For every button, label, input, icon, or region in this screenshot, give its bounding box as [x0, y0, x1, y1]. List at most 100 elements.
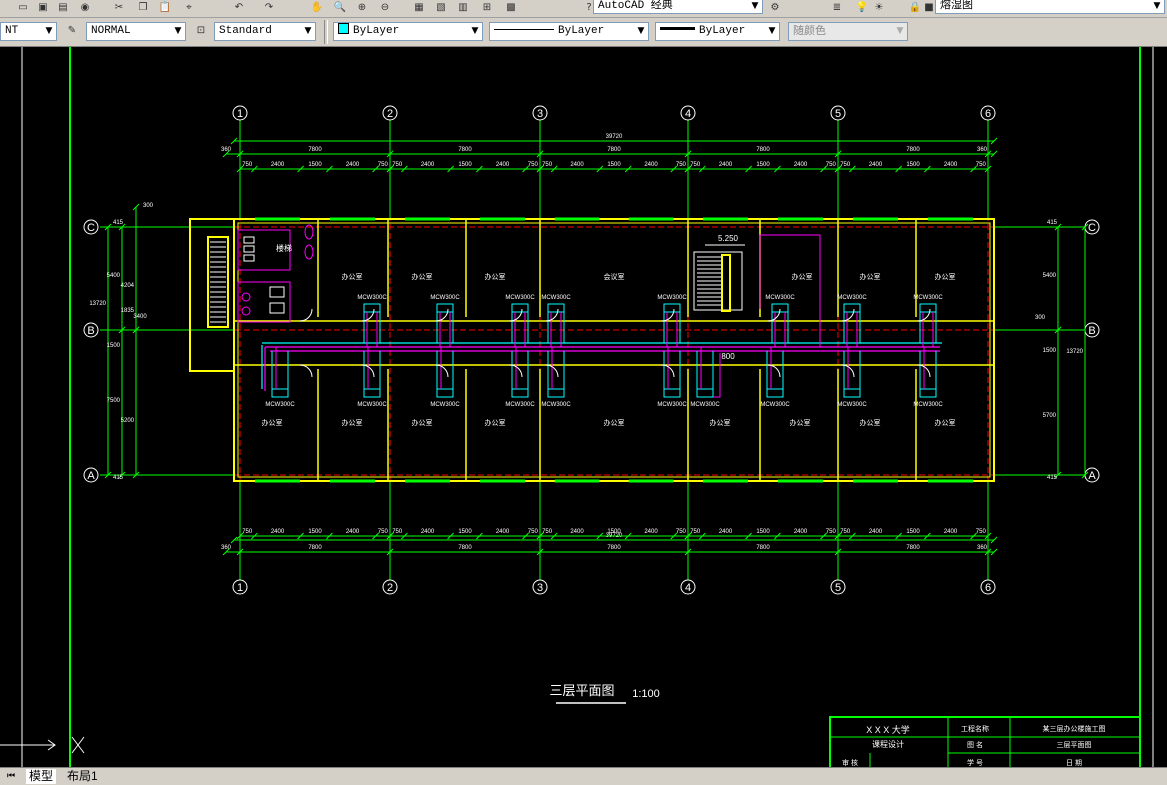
- dim-sub-tick: [670, 532, 678, 540]
- dim-style-combo[interactable]: NORMAL▼: [86, 22, 186, 41]
- dim-style-icon[interactable]: ✎: [67, 25, 77, 36]
- paste-icon[interactable]: 📋: [158, 2, 172, 13]
- dim-sub-tick: [522, 532, 529, 540]
- fcu-unit: [547, 388, 565, 398]
- dim-sub-text: 750: [676, 162, 687, 168]
- axis-bubble: [680, 105, 696, 121]
- dim-left-text: 3400: [133, 314, 147, 320]
- tab-model[interactable]: 模型: [26, 769, 57, 784]
- dim-left-text: 5200: [121, 418, 135, 424]
- help-icon[interactable]: ?: [586, 2, 592, 13]
- dim-sub-tick: [699, 532, 706, 540]
- fcu-unit: [696, 388, 714, 398]
- linetype-scale-combo[interactable]: NT▼: [0, 22, 57, 41]
- axis-bubble: [980, 579, 996, 595]
- preview-icon[interactable]: ◉: [80, 2, 90, 13]
- dim-sub-text: 750: [826, 529, 837, 535]
- axis-bubble: [382, 105, 398, 121]
- pipe-line: [696, 351, 714, 389]
- text-style-combo[interactable]: Standard▼: [214, 22, 316, 41]
- axis-label: A: [1088, 470, 1096, 482]
- text-style-icon[interactable]: ⊡: [196, 25, 206, 36]
- cut-icon[interactable]: ✂: [114, 2, 124, 13]
- pipe-line: [550, 312, 562, 347]
- layer-combo[interactable]: 熔湿图▼: [935, 0, 1165, 14]
- linetype-combo[interactable]: ByLayer▼: [489, 22, 649, 41]
- fcu-unit: [271, 388, 289, 398]
- fcu-unit: [511, 388, 529, 398]
- dim-sub-tick: [476, 532, 483, 540]
- tab-nav-icon[interactable]: ⏮: [7, 771, 16, 781]
- zoom-previous-icon[interactable]: ⊖: [380, 2, 390, 13]
- axis-bubble: [680, 579, 696, 595]
- lineweight-combo[interactable]: ByLayer▼: [655, 22, 780, 41]
- dim-sub-tick: [326, 532, 333, 540]
- axis-label: A: [87, 470, 95, 482]
- dim-bay-text: 7800: [906, 545, 920, 551]
- workspace-combo[interactable]: AutoCAD 经典▼: [593, 0, 763, 14]
- bulb-icon[interactable]: 💡: [855, 2, 869, 13]
- save-icon[interactable]: ▣: [38, 2, 48, 13]
- pan-icon[interactable]: ✋: [310, 2, 324, 13]
- title-block-label: 审 核: [842, 758, 858, 767]
- zoom-realtime-icon[interactable]: 🔍: [333, 2, 347, 13]
- room-label: 办公室: [860, 272, 881, 281]
- dim-sub-tick: [984, 532, 992, 540]
- dim-left-text: 5400: [107, 273, 121, 279]
- open-icon[interactable]: ▭: [18, 2, 28, 13]
- dim-sub-tick: [745, 532, 752, 540]
- pipe-line: [547, 312, 565, 343]
- fcu-label: MCW300C: [760, 402, 790, 408]
- dropdown-arrow-icon[interactable]: ▼: [751, 1, 759, 11]
- markup-icon[interactable]: ⊞: [482, 2, 492, 13]
- color-icon[interactable]: ■: [924, 2, 934, 13]
- color-combo[interactable]: ByLayer▼: [333, 22, 483, 41]
- match-icon[interactable]: ⌖: [186, 2, 192, 13]
- dim-sub-text: 2400: [719, 162, 733, 168]
- dim-sub-text: 750: [542, 162, 553, 168]
- calculator-icon[interactable]: ▩: [506, 2, 516, 13]
- door-arc: [661, 364, 675, 378]
- designcenter-icon[interactable]: ▧: [436, 2, 446, 13]
- undo-icon[interactable]: ↶: [234, 2, 244, 13]
- dim-bay-tick: [684, 548, 692, 556]
- title-block-value: 某三层办公楼施工图: [1043, 724, 1106, 733]
- dim-bay-tick: [386, 548, 394, 556]
- dropdown-arrow-icon[interactable]: ▼: [1153, 1, 1161, 11]
- fixture-icon: [269, 286, 285, 298]
- dim-sub-text: 750: [528, 529, 539, 535]
- zoom-window-icon[interactable]: ⊕: [357, 2, 367, 13]
- properties-icon[interactable]: ▦: [414, 2, 424, 13]
- dim-sub-text: 750: [676, 529, 687, 535]
- fcu-unit: [511, 303, 529, 313]
- dim-sub-text: 2400: [944, 162, 958, 168]
- lock-icon[interactable]: 🔒: [908, 2, 922, 13]
- axis-label: 6: [985, 108, 991, 120]
- axis-bubble: [830, 105, 846, 121]
- redo-icon[interactable]: ↷: [264, 2, 274, 13]
- plot-icon[interactable]: ▤: [58, 2, 68, 13]
- sun-icon[interactable]: ☀: [874, 2, 884, 13]
- dim-sub-text: 2400: [570, 529, 584, 535]
- settings-icon[interactable]: ⚙: [770, 2, 780, 13]
- dim-bay-text: 360: [221, 545, 232, 551]
- dim-left-text: 415: [113, 475, 124, 481]
- fcu-label: MCW300C: [357, 402, 387, 408]
- tab-layout1[interactable]: 布局1: [67, 769, 98, 783]
- dim-sub-tick: [550, 532, 558, 540]
- fcu-label: MCW300C: [657, 295, 687, 301]
- dim-right-text: 13720: [1066, 349, 1083, 355]
- copy-icon[interactable]: ❐: [138, 2, 148, 13]
- dim-sub-tick: [386, 532, 394, 540]
- fcu-label: MCW300C: [541, 402, 571, 408]
- dim-sub-text: 2400: [869, 529, 883, 535]
- dim-sub-tick: [774, 532, 781, 540]
- pipe-line: [846, 312, 858, 347]
- layer-icon[interactable]: ≣: [832, 2, 842, 13]
- dim-bay-tick: [222, 548, 230, 556]
- axis-label: C: [87, 222, 95, 234]
- toolpalette-icon[interactable]: ▥: [458, 2, 468, 13]
- dim-sub-text: 2400: [421, 529, 435, 535]
- dim-sub-text: 2400: [421, 162, 435, 168]
